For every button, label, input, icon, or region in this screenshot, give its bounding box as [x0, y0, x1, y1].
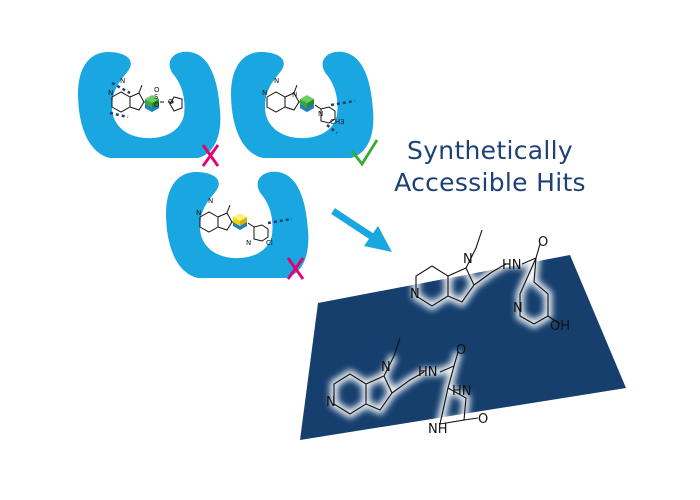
svg-text:N: N [208, 197, 213, 205]
hit-molecule-1: N N O HN N OH [410, 229, 570, 334]
atom-label: OH [550, 319, 570, 334]
svg-text:O: O [154, 101, 160, 109]
atom-label: O [478, 412, 488, 427]
fragment-molecule-1 [111, 84, 183, 113]
status-marks [201, 139, 379, 280]
fragment-molecule-3 [199, 204, 269, 242]
title-line-1: Synthetically [407, 136, 573, 165]
atom-label: N [513, 301, 523, 316]
svg-text:CH3: CH3 [330, 118, 345, 126]
atom-label: HN [502, 258, 522, 273]
fragment-molecule-2 [266, 84, 336, 124]
binding-pocket-3 [166, 171, 309, 278]
svg-text:N: N [292, 91, 297, 99]
svg-text:Cl: Cl [266, 239, 273, 247]
atom-label: HN [418, 365, 438, 380]
accept-mark-2 [350, 139, 379, 167]
hit-molecule-2: N N HN O HN NH O [326, 337, 488, 437]
reject-mark-1 [201, 144, 220, 167]
binding-pocket-2 [231, 51, 374, 159]
svg-text:N: N [318, 110, 323, 118]
pocket-atom-labels: N N S O O O N N N N CH3 N N N Cl [108, 77, 345, 247]
atom-label: O [456, 343, 466, 358]
atom-label: NH [428, 422, 448, 437]
atom-label: N [463, 252, 473, 267]
atom-label: O [538, 235, 548, 250]
title-line-2: Accessible Hits [394, 168, 586, 197]
atom-label: N [381, 360, 391, 375]
svg-text:N: N [108, 89, 113, 97]
atom-label: HN [452, 384, 472, 399]
svg-text:N: N [246, 239, 251, 247]
svg-text:N: N [196, 209, 201, 217]
svg-text:N: N [274, 77, 279, 85]
svg-text:N: N [120, 77, 125, 85]
reject-mark-3 [286, 257, 305, 280]
svg-text:O: O [154, 86, 160, 94]
atom-label: N [410, 287, 420, 302]
arrow-icon [331, 208, 392, 252]
svg-text:N: N [262, 89, 267, 97]
atom-label: N [326, 395, 336, 410]
svg-text:O: O [168, 98, 174, 106]
binding-pocket-1 [78, 51, 221, 159]
svg-text:S: S [154, 93, 159, 101]
